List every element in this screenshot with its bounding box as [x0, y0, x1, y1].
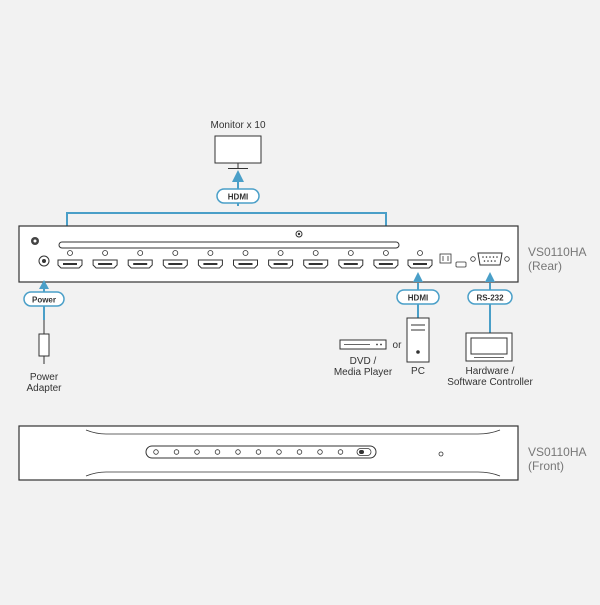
power-adapter-label-2: Adapter [26, 383, 62, 394]
monitor-icon [214, 135, 262, 169]
or-label: or [393, 340, 403, 351]
hdmi-output-port [162, 250, 188, 269]
pc-label: PC [411, 366, 425, 377]
front-port-led-icon [194, 449, 200, 455]
usb-port-icon [455, 261, 467, 268]
monitor-label: Monitor x 10 [210, 120, 265, 131]
grounding-screw-icon [31, 237, 39, 245]
front-select-button [356, 448, 372, 456]
power-adapter-icon [38, 320, 50, 364]
hdmi-output-port [338, 250, 364, 269]
front-port-led-icon [337, 449, 344, 455]
arrow-up-icon [485, 272, 495, 282]
front-view-label: (Front) [528, 459, 564, 473]
front-port-led-icon [173, 449, 180, 455]
rs232-tag: RS-232 [467, 289, 513, 305]
hdmi-output-port [303, 250, 329, 269]
hdmi-output-port [57, 250, 83, 269]
rs232-tag-label: RS-232 [476, 294, 504, 303]
controller-screen-icon [465, 332, 513, 362]
rs232-port-icon [470, 252, 510, 266]
controller-label-1: Hardware / [466, 366, 515, 377]
rear-model-label: VS0110HA [528, 245, 586, 259]
front-port-led-icon [296, 449, 303, 455]
front-port-led-icon [214, 449, 221, 455]
hdmi-output-port [92, 250, 118, 269]
front-port-led-icon [255, 449, 262, 455]
rear-screw-icon [295, 230, 303, 238]
controller-label-2: Software Controller [447, 377, 533, 388]
front-led-row [153, 449, 344, 455]
hdmi-input-port [407, 250, 433, 269]
hdmi-output-port [268, 250, 294, 269]
rear-view-label: (Rear) [528, 259, 562, 273]
hdmi-output-port [233, 250, 258, 269]
power-tag: Power [23, 291, 65, 307]
front-port-led-icon [235, 449, 241, 455]
hdmi-input-tag: HDMI [396, 289, 440, 305]
front-model-label: VS0110HA [528, 445, 586, 459]
arrow-up-icon [413, 272, 423, 282]
power-adapter-label-1: Power [30, 372, 59, 383]
dvd-player-icon [339, 339, 387, 350]
power-tag-label: Power [32, 296, 56, 305]
arrow-up-icon [232, 170, 244, 182]
hdmi-output-port [373, 250, 399, 269]
front-port-led-icon [276, 449, 282, 455]
hdmi-output-port [197, 250, 223, 269]
front-port-led-icon [317, 449, 323, 455]
hdmi-output-ports [57, 250, 399, 269]
power-jack-icon [38, 255, 50, 267]
dvd-label-2: Media Player [334, 367, 393, 378]
rear-panel [18, 225, 519, 283]
hdmi-input-label: HDMI [408, 294, 428, 303]
arrow-up-icon [39, 280, 49, 289]
front-ir-sensor-icon [438, 451, 444, 457]
dvd-label-1: DVD / [350, 356, 377, 367]
hdmi-output-label: HDMI [228, 193, 248, 202]
front-panel [18, 425, 519, 481]
dip-switch-icon [439, 253, 452, 264]
hdmi-output-tag: HDMI [216, 188, 260, 204]
front-port-led-icon [153, 449, 159, 455]
pc-tower-icon [406, 317, 430, 363]
hdmi-output-port [127, 250, 153, 269]
